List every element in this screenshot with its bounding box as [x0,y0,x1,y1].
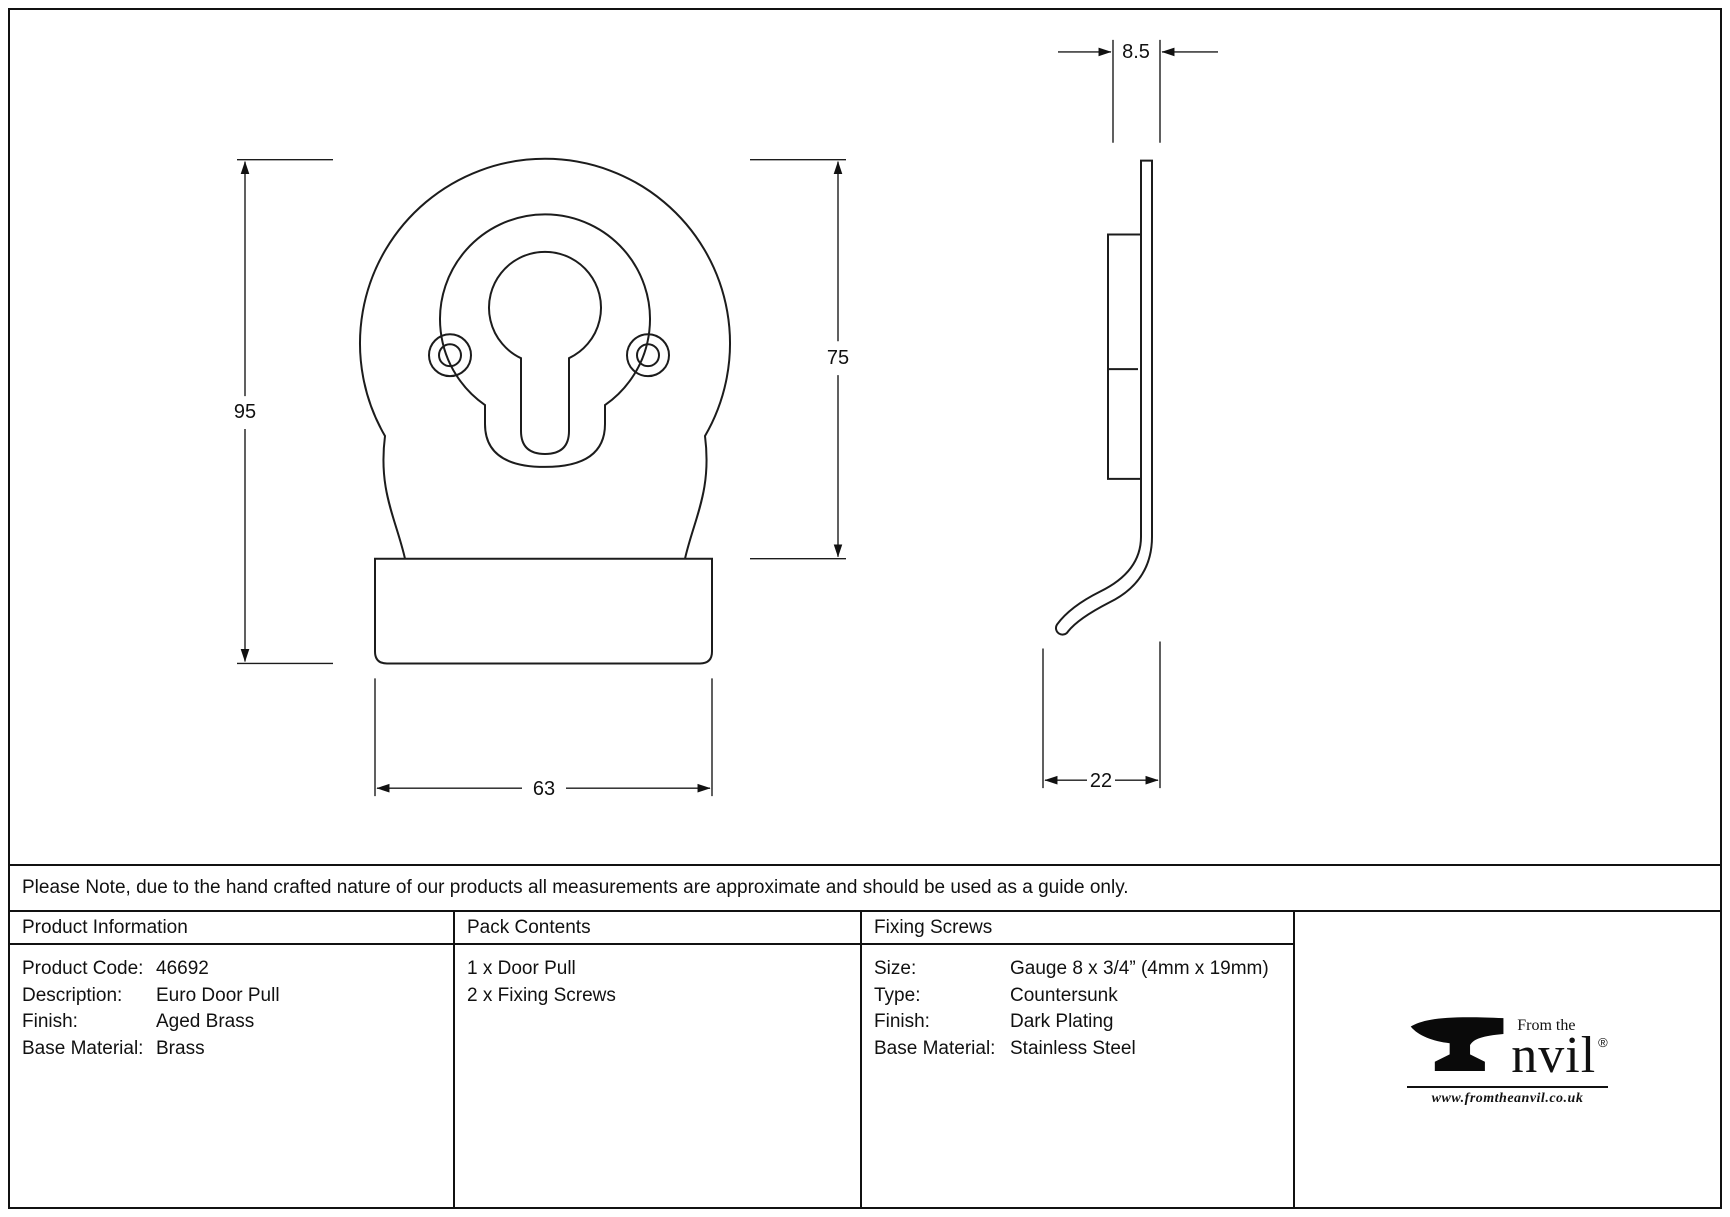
screw-hole-right-inner [636,343,660,368]
info-table: Product Information Pack Contents Fixing… [10,910,1720,1207]
spec-row: Base Material: Stainless Steel [874,1036,1281,1063]
drawing-area: 95 75 63 22 8.5 [10,10,1720,864]
spec-value: Euro Door Pull [156,984,280,1006]
spec-label: Finish: [874,1011,930,1032]
spec-row: Type: Countersunk [874,983,1281,1010]
logo-website: www.fromtheanvil.co.uk [1407,1085,1608,1107]
pack-contents-body: 1 x Door Pull 2 x Fixing Screws [455,945,862,1207]
spec-label: Type: [874,984,921,1006]
note-bar: Please Note, due to the hand crafted nat… [10,864,1720,910]
product-sheet: 95 75 63 22 8.5 Please Note, due to the … [8,8,1722,1209]
dim-label-depth: 22 [1090,770,1112,792]
dimension-lines [240,47,1218,793]
spec-row: Description: Euro Door Pull [22,983,441,1010]
pack-item: 1 x Door Pull [467,958,576,979]
extension-lines [237,39,1161,797]
spec-label: Finish: [22,1011,78,1032]
product-info-header: Product Information [10,912,455,945]
side-plate-profile [1054,159,1153,636]
screw-hole-left-inner [438,343,462,368]
spec-label: Base Material: [874,1037,996,1059]
front-bell-outline [359,157,731,559]
front-euro-keyway [488,250,602,455]
spec-row: Size: Gauge 8 x 3/4” (4mm x 19mm) [874,956,1281,983]
dim-label-inner-height: 75 [827,347,849,369]
anvil-logo: From the nvil ® www.fromtheanvil.co.uk [1407,1013,1608,1107]
dim-label-thickness: 8.5 [1122,41,1150,63]
front-view [359,157,731,665]
logo-row: From the nvil ® [1407,1013,1608,1084]
spec-value: Brass [156,1037,205,1059]
spec-value: Gauge 8 x 3/4” (4mm x 19mm) [1010,958,1269,979]
spec-row: Product Code: 46692 [22,956,441,983]
registered-mark: ® [1598,1034,1608,1050]
spec-label: Product Code: [22,958,144,979]
technical-drawing: 95 75 63 22 8.5 [234,39,1218,800]
screw-hole-right-outer [626,333,670,378]
side-view [1054,159,1153,636]
logo-cell: From the nvil ® www.fromtheanvil.co.uk [1295,912,1720,1207]
spec-value: 46692 [156,958,209,979]
screw-hole-left-outer [428,333,472,378]
spec-label: Base Material: [22,1037,144,1059]
product-info-body: Product Code: 46692 Description: Euro Do… [10,945,455,1207]
spec-label: Size: [874,958,917,979]
spec-value: Dark Plating [1010,1011,1114,1032]
spec-row: Finish: Dark Plating [874,1009,1281,1036]
dim-label-width: 63 [533,778,555,800]
logo-brand-text: nvil [1511,1026,1597,1084]
spec-label: Description: [22,984,123,1006]
dim-label-height: 95 [234,401,256,423]
front-base [374,557,713,665]
fixing-screws-header: Fixing Screws [862,912,1295,945]
spec-value: Countersunk [1010,984,1118,1006]
front-euro-boss [439,213,651,468]
logo-tagline: From the [1517,1016,1576,1034]
spec-value: Aged Brass [156,1011,255,1032]
fixing-screws-body: Size: Gauge 8 x 3/4” (4mm x 19mm) Type: … [862,945,1295,1207]
logo-text: From the nvil ® [1511,1016,1608,1084]
note-text: Please Note, due to the hand crafted nat… [22,877,1129,898]
anvil-icon [1410,1016,1504,1071]
spec-row: Finish: Aged Brass [22,1009,441,1036]
spec-value: Stainless Steel [1010,1037,1136,1059]
side-cylinder [1107,233,1141,480]
logo-brand: nvil ® [1511,1026,1608,1084]
pack-contents-header: Pack Contents [455,912,862,945]
pack-item: 2 x Fixing Screws [467,984,616,1006]
spec-row: Base Material: Brass [22,1036,441,1063]
